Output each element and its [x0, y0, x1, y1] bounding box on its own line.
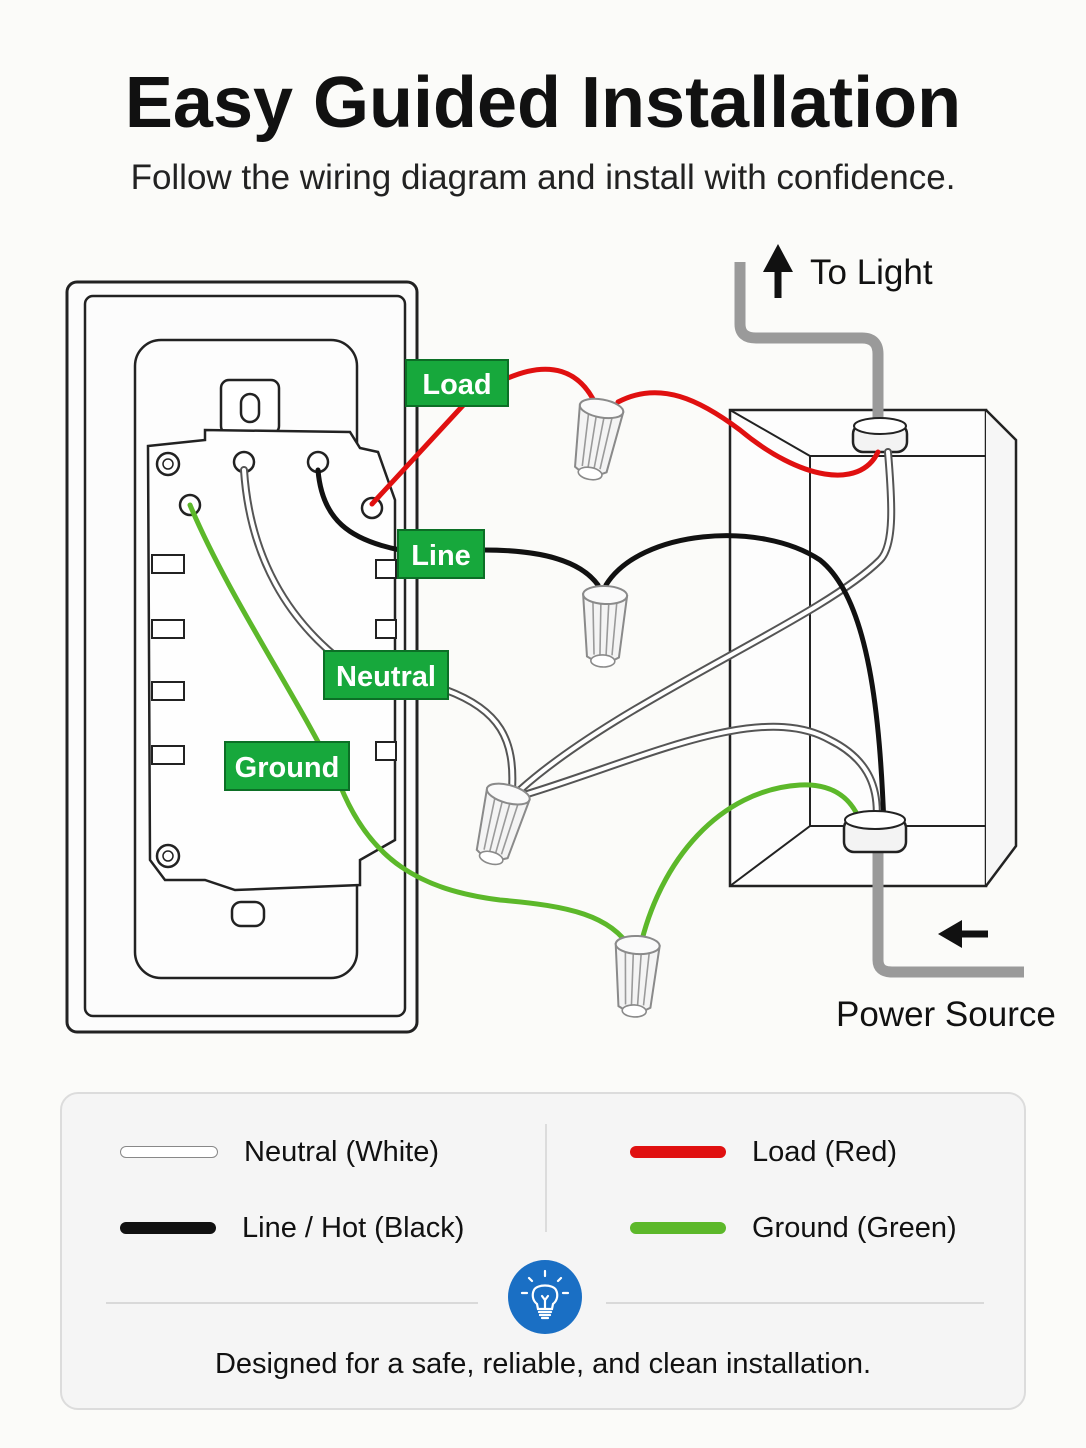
svg-text:Ground: Ground	[235, 752, 340, 784]
label-line: Line	[397, 529, 485, 579]
page-subtitle: Follow the wiring diagram and install wi…	[130, 158, 956, 197]
swatch-red	[630, 1146, 726, 1158]
label-to-light: To Light	[810, 253, 933, 292]
label-ground: Ground	[224, 741, 350, 791]
page-title: Easy Guided Installation	[124, 63, 962, 143]
legend-label: Load (Red)	[752, 1135, 898, 1168]
svg-text:Load: Load	[422, 369, 491, 401]
legend-label: Ground (Green)	[752, 1211, 957, 1244]
legend-item-line: Line / Hot (Black)	[120, 1208, 464, 1248]
wire-color-legend: Neutral (White) Line / Hot (Black) Load …	[60, 1092, 1026, 1410]
legend-item-neutral: Neutral (White)	[120, 1132, 439, 1172]
legend-rule-left	[106, 1302, 478, 1304]
label-neutral: Neutral	[323, 650, 449, 700]
label-power-source: Power Source	[836, 995, 1056, 1034]
cable-grommet-top	[851, 417, 909, 454]
label-load: Load	[405, 359, 509, 407]
swatch-green	[630, 1222, 726, 1234]
legend-item-ground: Ground (Green)	[630, 1208, 957, 1248]
conduit-power-source	[872, 848, 1024, 978]
cable-grommet-bottom	[842, 810, 908, 854]
lightbulb-badge	[508, 1260, 582, 1334]
arrow-left-icon	[938, 920, 988, 948]
legend-divider	[545, 1124, 547, 1232]
junction-box	[728, 408, 1018, 888]
conduit-to-light	[734, 262, 884, 432]
svg-text:Neutral: Neutral	[336, 661, 436, 693]
wire-nut-icon	[610, 933, 662, 1020]
wires	[187, 366, 896, 953]
legend-item-load: Load (Red)	[630, 1132, 897, 1172]
svg-text:Line: Line	[411, 540, 471, 572]
swatch-black	[120, 1222, 216, 1234]
footer-note: Designed for a safe, reliable, and clean…	[214, 1348, 872, 1380]
legend-rule-right	[606, 1302, 984, 1304]
legend-label: Line / Hot (Black)	[242, 1211, 465, 1244]
arrow-up-icon	[763, 244, 793, 298]
wire-nut-icon	[566, 394, 626, 485]
wiring-diagram: Load Line Neutral Ground To Light Power …	[65, 244, 1056, 1034]
wire-nut-icon	[579, 584, 629, 669]
swatch-white	[120, 1146, 218, 1158]
legend-label: Neutral (White)	[244, 1135, 439, 1168]
lightbulb-icon	[520, 1269, 570, 1320]
wire-nut-icon	[467, 778, 533, 871]
